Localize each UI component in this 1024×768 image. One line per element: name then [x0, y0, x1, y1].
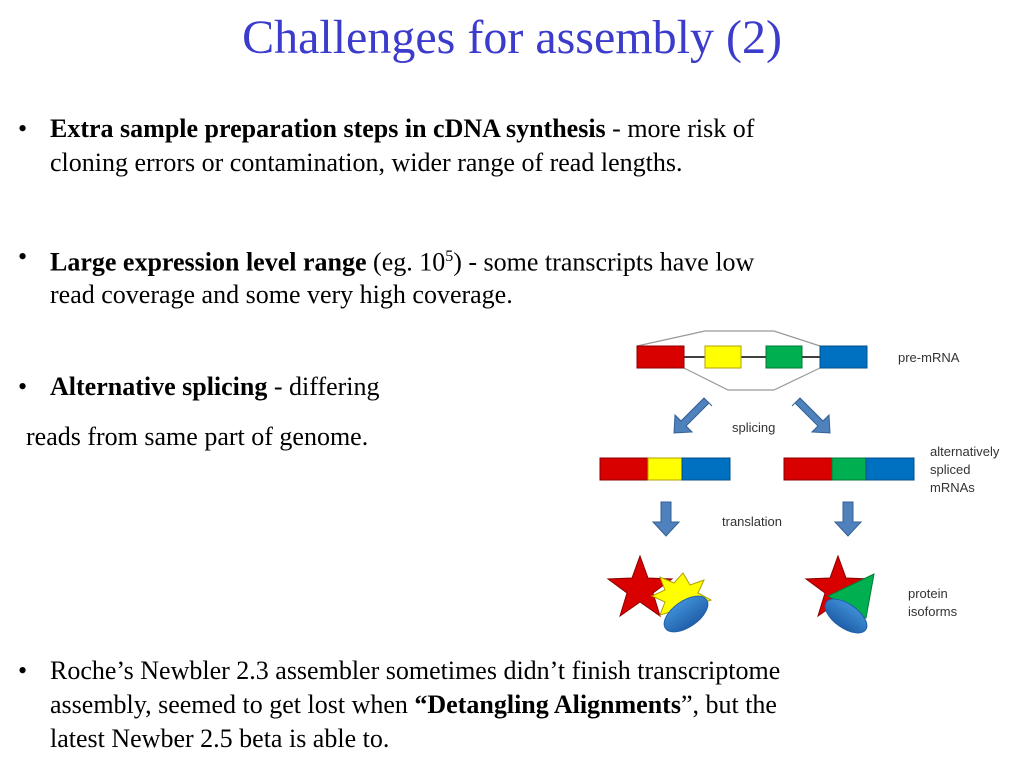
bullet-4-detangling: “Detangling Alignments: [414, 690, 681, 719]
bullet-2-line2: read coverage and some very high coverag…: [50, 280, 513, 309]
bullet-marker: •: [18, 656, 28, 685]
pre-mrna-strand: [636, 330, 868, 391]
bullet-4-line2-post: ”, but the: [680, 690, 777, 719]
translation-arrow-right: [833, 501, 863, 537]
exon-green: [765, 345, 803, 369]
bullet-3-rest: - differing: [267, 372, 380, 401]
blue-oval-domain: [663, 595, 709, 633]
label-mrnas: mRNAs: [930, 480, 975, 495]
bullet-4-line3: latest Newber 2.5 beta is able to.: [50, 724, 390, 753]
label-pre-mrna: pre-mRNA: [898, 350, 960, 365]
bullet-2-pre: (eg. 10: [366, 247, 446, 277]
label-alternatively: alternatively: [930, 444, 1000, 459]
bullet-3-line2: reads from same part of genome.: [26, 422, 369, 451]
exon-yellow: [704, 345, 742, 369]
exon-blue: [819, 345, 868, 369]
bullet-2-superscript: 5: [445, 248, 454, 265]
bullet-1-rest: - more risk of: [605, 114, 755, 143]
translation-arrow-left: [651, 501, 681, 537]
splicing-arrow-right: [791, 397, 831, 434]
bullet-marker: •: [18, 114, 28, 143]
red-star-domain: [606, 554, 674, 618]
splicing-arrow-left: [673, 397, 713, 434]
label-isoforms: isoforms: [908, 604, 958, 619]
bullet-1-line2: cloning errors or contamination, wider r…: [50, 148, 683, 177]
bullet-2-post: ) - some transcripts have low: [453, 247, 755, 277]
splice-line-lower: [683, 367, 821, 391]
bullet-marker: •: [18, 372, 28, 401]
label-spliced: spliced: [930, 462, 970, 477]
label-splicing: splicing: [732, 420, 775, 435]
bullet-4-line1: Roche’s Newbler 2.3 assembler sometimes …: [50, 656, 781, 685]
label-translation: translation: [722, 514, 782, 529]
bullet-marker: •: [18, 242, 28, 271]
bullet-1-bold: Extra sample preparation steps in cDNA s…: [50, 114, 606, 143]
spliced-mrna-1: [599, 457, 731, 481]
label-protein: protein: [908, 586, 948, 601]
bullet-3-bold: Alternative splicing: [50, 372, 268, 401]
exon-red: [636, 345, 685, 369]
protein-isoform-1: [606, 554, 713, 633]
blue-oval-domain: [824, 598, 868, 634]
splice-line-upper: [636, 330, 821, 347]
slide-title: Challenges for assembly (2): [242, 11, 782, 64]
protein-isoform-2: [804, 554, 875, 634]
spliced-mrna-2: [783, 457, 915, 481]
bullet-2-bold: Large expression level range: [50, 247, 367, 277]
bullet-4-line2-pre: assembly, seemed to get lost when: [50, 690, 415, 719]
